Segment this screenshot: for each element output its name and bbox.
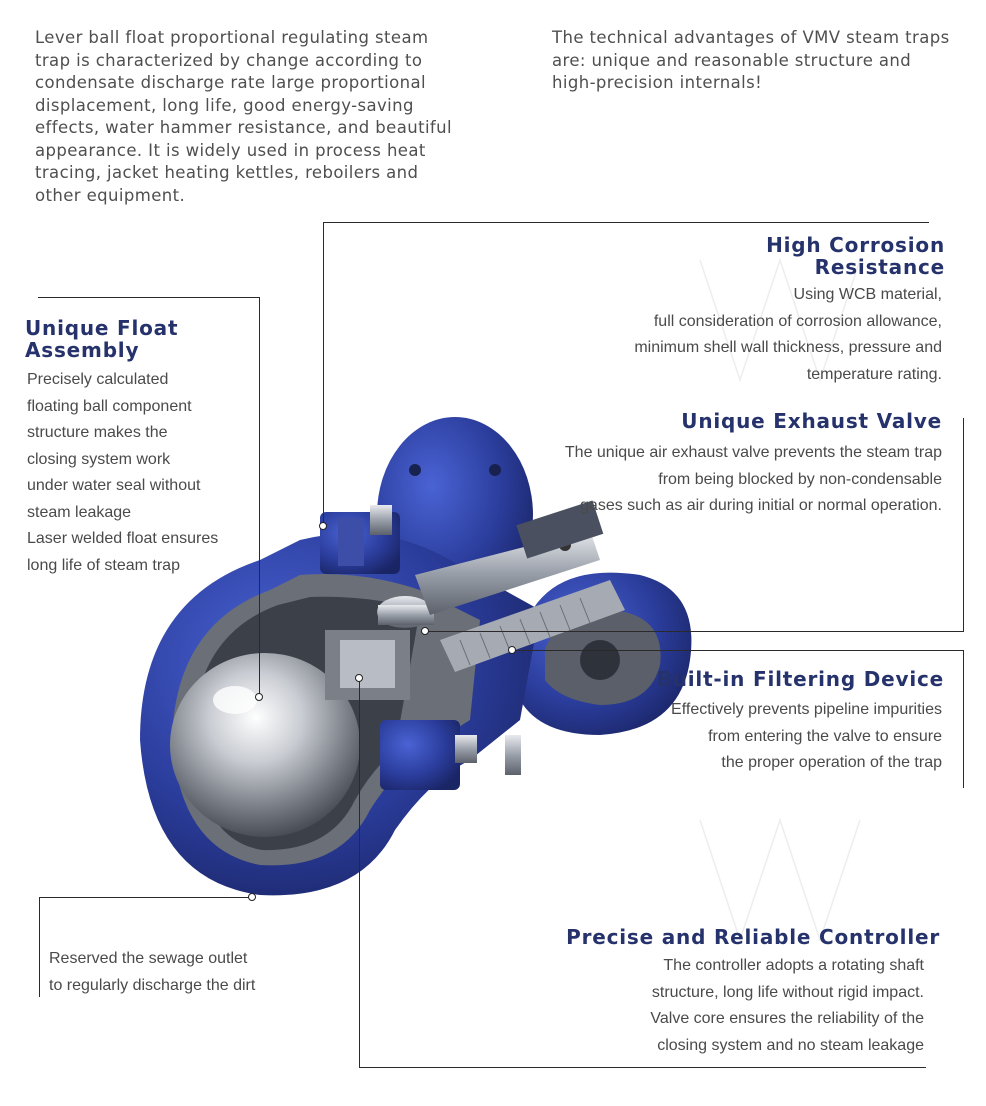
callout-line-float-top xyxy=(38,297,260,298)
callout-line-filter-right xyxy=(963,650,964,788)
callout-dot-exhaust xyxy=(421,627,429,635)
callout-dot-sewage xyxy=(248,893,256,901)
float-heading: Unique Float Assembly xyxy=(25,316,179,362)
callout-dot-corrosion xyxy=(319,522,327,530)
callout-line-filter-top xyxy=(512,650,964,651)
callout-line-sewage-left xyxy=(39,897,40,997)
float-description: Precisely calculated floating ball compo… xyxy=(27,371,219,574)
cover-bolts xyxy=(320,505,521,790)
exhaust-heading: Unique Exhaust Valve xyxy=(681,409,942,433)
intro-left-paragraph: Lever ball float proportional regulating… xyxy=(35,28,452,205)
filter-description: Effectively prevents pipeline impurities… xyxy=(671,701,942,771)
callout-line-sewage-top xyxy=(39,897,252,898)
callout-line-controller-left xyxy=(359,678,360,1068)
callout-line-corrosion-top xyxy=(323,222,929,223)
intro-right-paragraph: The technical advantages of VMV steam tr… xyxy=(552,28,950,92)
corrosion-heading: High Corrosion Resistance xyxy=(766,233,945,279)
callout-line-exhaust-right xyxy=(963,418,964,631)
corrosion-description: Using WCB material, full consideration o… xyxy=(634,286,942,383)
callout-line-float-right xyxy=(259,297,260,697)
filter-heading: Built-in Filtering Device xyxy=(656,667,944,691)
sewage-description: Reserved the sewage outlet to regularly … xyxy=(49,950,256,994)
exhaust-description: The unique air exhaust valve prevents th… xyxy=(564,444,942,514)
callout-dot-controller xyxy=(355,674,363,682)
callout-line-exhaust-bottom xyxy=(425,631,964,632)
callout-dot-filter xyxy=(508,646,516,654)
callout-dot-float xyxy=(255,693,263,701)
callout-line-controller-bottom xyxy=(359,1067,926,1068)
controller-description: The controller adopts a rotating shaft s… xyxy=(650,957,924,1054)
controller-heading: Precise and Reliable Controller xyxy=(566,925,940,949)
callout-line-corrosion-left xyxy=(323,222,324,526)
controller-mechanism xyxy=(325,500,625,700)
